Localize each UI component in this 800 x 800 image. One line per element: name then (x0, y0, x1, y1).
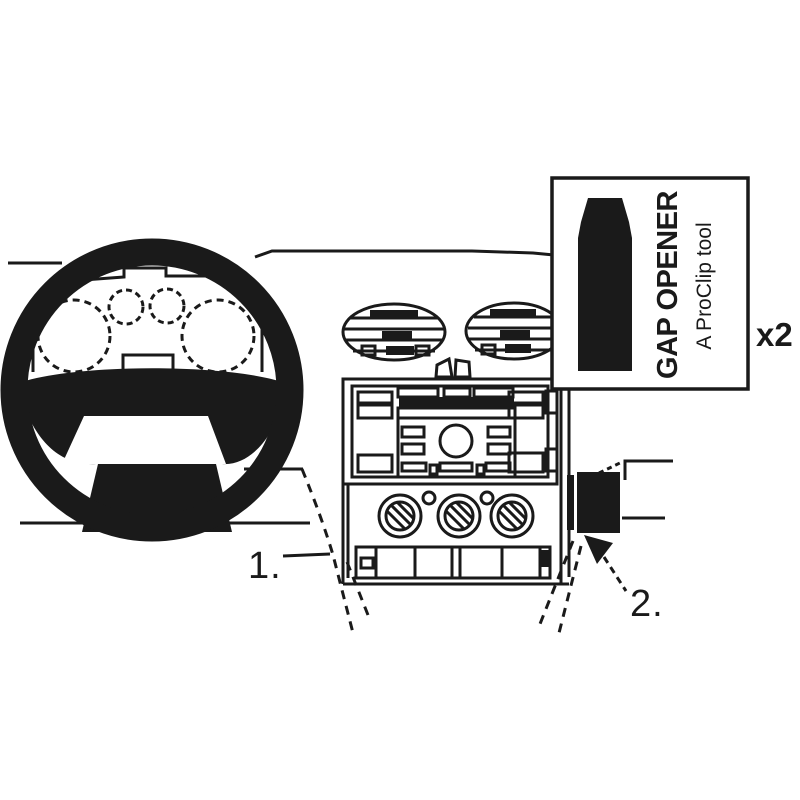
callout-1-label: 1. (248, 545, 282, 587)
gap-opener-subtitle: A ProClip tool (693, 222, 716, 349)
leader-lines-right (598, 459, 673, 520)
gauge-right-icon (180, 298, 256, 374)
climate-button-left (421, 490, 437, 506)
dash-contour-lines (300, 468, 583, 638)
air-vent-left (341, 302, 447, 362)
radio-display (399, 397, 514, 408)
air-vent-right (464, 301, 564, 361)
radio-unit (341, 377, 559, 486)
callout-2-label: 2. (630, 583, 664, 625)
climate-button-right (479, 490, 495, 506)
gap-opener-title: GAP OPENER (652, 191, 684, 379)
climate-dial-center (436, 493, 482, 539)
hazard-buttons (434, 356, 472, 379)
climate-dial-left (377, 493, 423, 539)
trim-strip-part1 (354, 545, 552, 580)
proclip-mount (567, 472, 620, 533)
gap-opener-tool-icon (578, 198, 632, 371)
steering-wheel-rim (0, 238, 304, 542)
callout-1: 1. (248, 545, 331, 587)
gap-opener-panel: GAP OPENER A ProClip tool (550, 176, 750, 391)
quantity-label: x2 (756, 316, 793, 353)
gauge-small-right-icon (148, 287, 186, 325)
climate-dial-right (489, 493, 535, 539)
pointer-arrow-icon (584, 535, 628, 592)
radio-knob (438, 423, 474, 459)
climate-controls (377, 490, 535, 539)
gauge-small-left-icon (107, 288, 145, 326)
